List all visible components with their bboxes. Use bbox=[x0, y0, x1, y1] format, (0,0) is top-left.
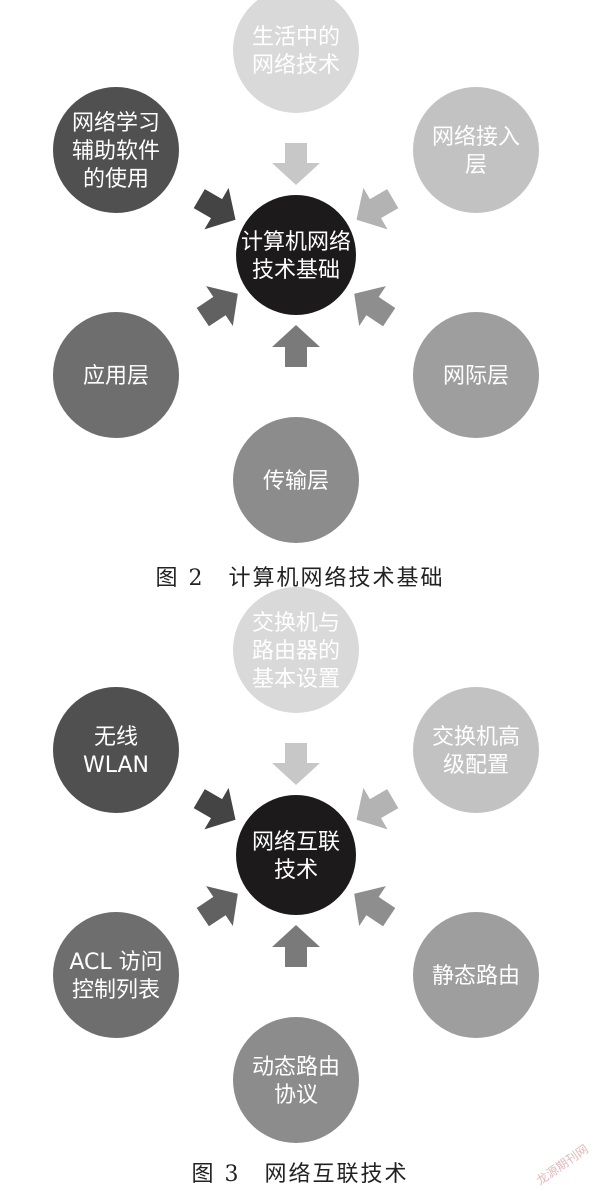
figure-3-caption: 图 3 网络互联技术 bbox=[191, 1162, 409, 1187]
node-upper-right-label-line-1: 网络接入 bbox=[432, 125, 520, 150]
node-upper-right-label-line-2: 级配置 bbox=[443, 753, 509, 778]
node-bottom bbox=[233, 1017, 359, 1143]
arrow-upper-left bbox=[193, 787, 236, 830]
node-bottom bbox=[233, 417, 359, 543]
node-top-label-line-1: 生活中的 bbox=[252, 25, 340, 50]
node-upper-left bbox=[53, 687, 179, 813]
node-top bbox=[233, 587, 359, 713]
node-top bbox=[233, 0, 359, 113]
node-lower-left-label-line-1: ACL 访问 bbox=[69, 950, 162, 975]
node-lower-right bbox=[413, 312, 539, 438]
center-node-label-line-2: 技术基础 bbox=[252, 258, 340, 283]
center-node-label-line-1: 计算机网络 bbox=[241, 230, 351, 255]
arrow-upper-left bbox=[193, 187, 236, 230]
node-bottom-label-line-1: 动态路由 bbox=[252, 1055, 340, 1080]
node-upper-left-label-line-2: WLAN bbox=[83, 753, 149, 778]
arrow-upper-right bbox=[356, 787, 399, 830]
node-top-label-line-2: 网络技术 bbox=[252, 53, 340, 78]
center-node-label-line-1: 网络互联 bbox=[252, 830, 340, 855]
node-upper-right bbox=[413, 687, 539, 813]
node-bottom-label-line-1: 传输层 bbox=[263, 469, 329, 494]
figure-2-caption: 图 2 计算机网络技术基础 bbox=[155, 566, 445, 591]
center-node bbox=[236, 795, 356, 915]
node-top-label-line-1: 交换机与 bbox=[252, 611, 340, 636]
node-upper-right-label-line-1: 交换机高 bbox=[432, 725, 520, 750]
arrow-lower-left bbox=[196, 286, 238, 327]
arrow-top bbox=[272, 143, 320, 185]
node-top-label-line-3: 基本设置 bbox=[252, 667, 340, 692]
node-upper-right-label-line-2: 层 bbox=[465, 153, 487, 178]
arrow-upper-right bbox=[356, 187, 399, 230]
arrow-lower-right bbox=[354, 886, 396, 927]
arrow-lower-right bbox=[354, 286, 396, 327]
node-top-label-line-2: 路由器的 bbox=[252, 639, 340, 664]
node-upper-left-label-line-1: 网络学习 bbox=[72, 111, 160, 136]
node-upper-left bbox=[53, 87, 179, 213]
node-upper-left-label-line-3: 的使用 bbox=[83, 167, 149, 192]
node-lower-left-label-line-1: 应用层 bbox=[83, 364, 149, 389]
node-upper-right bbox=[413, 87, 539, 213]
node-lower-left bbox=[53, 312, 179, 438]
center-node bbox=[236, 195, 356, 315]
arrow-top bbox=[272, 743, 320, 785]
node-lower-right bbox=[413, 912, 539, 1038]
node-upper-left-label-line-1: 无线 bbox=[94, 725, 138, 750]
node-lower-right-label-line-1: 网际层 bbox=[443, 364, 509, 389]
node-lower-left-label-line-2: 控制列表 bbox=[72, 978, 160, 1003]
arrow-lower-left bbox=[196, 886, 238, 927]
node-lower-left bbox=[53, 912, 179, 1038]
node-upper-left-label-line-2: 辅助软件 bbox=[72, 139, 160, 164]
node-bottom-label-line-2: 协议 bbox=[274, 1083, 318, 1108]
arrow-bottom bbox=[272, 325, 320, 367]
arrow-bottom bbox=[272, 925, 320, 967]
center-node-label-line-2: 技术 bbox=[274, 858, 318, 883]
node-lower-right-label-line-1: 静态路由 bbox=[432, 964, 520, 989]
